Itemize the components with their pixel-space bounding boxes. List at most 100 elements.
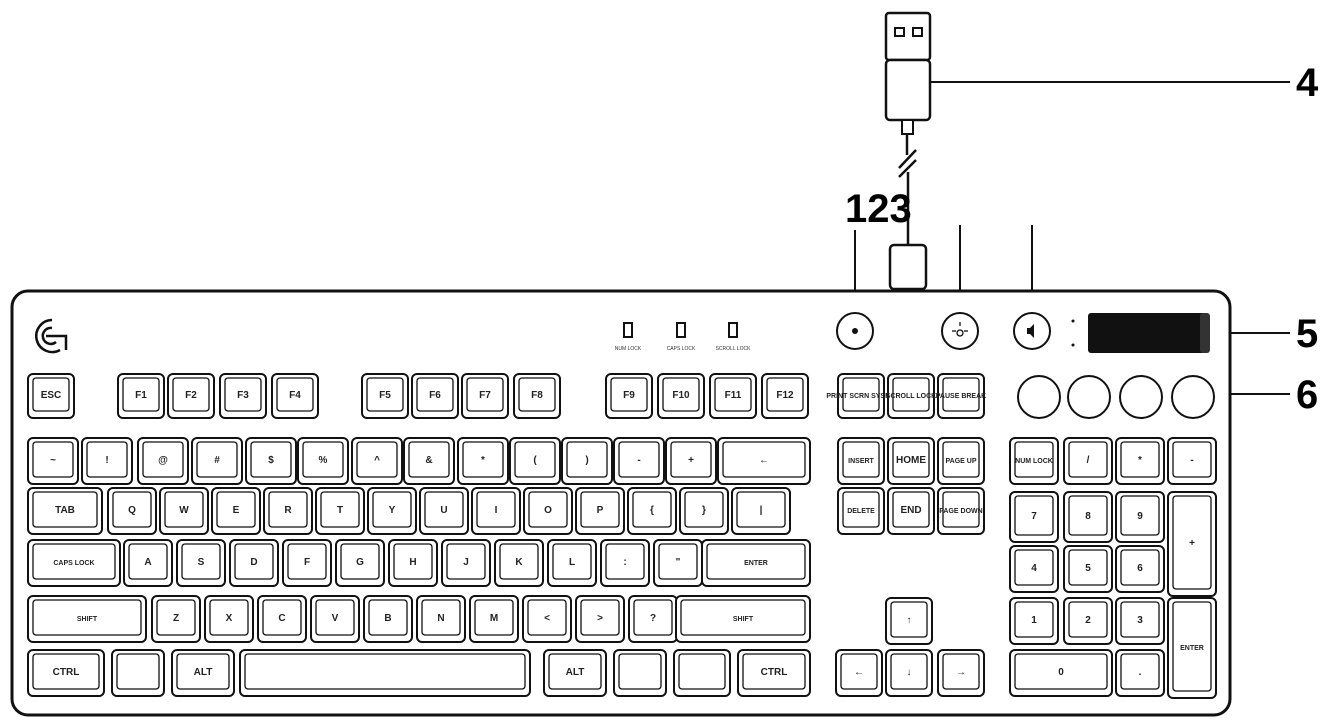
key-v[interactable]: V <box>310 595 360 643</box>
key-space[interactable] <box>239 649 531 697</box>
key-num-row-9[interactable]: ( <box>509 437 561 485</box>
key-left-alt[interactable]: ALT <box>171 649 235 697</box>
key-x[interactable]: X <box>204 595 254 643</box>
key-menu[interactable] <box>673 649 731 697</box>
key-system-2[interactable]: SCROLL LOCK <box>886 373 936 419</box>
key-r[interactable]: R <box>263 487 313 535</box>
key-num-row-0[interactable]: ~ <box>27 437 79 485</box>
numpad-key-12[interactable]: 2 <box>1063 597 1113 645</box>
key-num-row-7[interactable]: & <box>403 437 455 485</box>
key-right-alt[interactable]: ALT <box>543 649 607 697</box>
key-b[interactable]: B <box>363 595 413 643</box>
key-n[interactable]: N <box>416 595 466 643</box>
key-f1[interactable]: F1 <box>117 373 165 419</box>
numpad-key-8[interactable]: 4 <box>1009 545 1059 593</box>
key-nav-1[interactable]: HOME <box>887 437 935 485</box>
numpad-key-10[interactable]: 6 <box>1115 545 1165 593</box>
key-a[interactable]: A <box>123 539 173 587</box>
key-left-win[interactable] <box>111 649 165 697</box>
key-f2[interactable]: F2 <box>167 373 215 419</box>
key-f5[interactable]: F5 <box>361 373 409 419</box>
key-g[interactable]: G <box>335 539 385 587</box>
key-f10[interactable]: F10 <box>657 373 705 419</box>
key-arrow-right[interactable]: → <box>937 649 985 697</box>
numpad-key-5[interactable]: 8 <box>1063 491 1113 543</box>
key-num-row-5[interactable]: % <box>297 437 349 485</box>
volume-roller[interactable] <box>1071 313 1211 353</box>
numpad-key-1[interactable]: / <box>1063 437 1113 485</box>
key-sym-10[interactable]: { <box>627 487 677 535</box>
numpad-key-2[interactable]: * <box>1115 437 1165 485</box>
key-t[interactable]: T <box>315 487 365 535</box>
media-key-prev[interactable] <box>1017 375 1061 419</box>
key-num-row-3[interactable]: # <box>191 437 243 485</box>
key-arrow-up[interactable]: ↑ <box>885 597 933 645</box>
numpad-key-0[interactable]: NUM LOCK <box>1009 437 1059 485</box>
numpad-key-15[interactable]: 0 <box>1009 649 1113 697</box>
numpad-key-14[interactable]: ENTER <box>1167 597 1217 699</box>
key-left-ctrl[interactable]: CTRL <box>27 649 105 697</box>
key-d[interactable]: D <box>229 539 279 587</box>
key-nav-3[interactable]: DELETE <box>837 487 885 535</box>
key-w[interactable]: W <box>159 487 209 535</box>
key-f3[interactable]: F3 <box>219 373 267 419</box>
key-f6[interactable]: F6 <box>411 373 459 419</box>
key-f7[interactable]: F7 <box>461 373 509 419</box>
key-right-ctrl[interactable]: CTRL <box>737 649 811 697</box>
key-h[interactable]: H <box>388 539 438 587</box>
key-sym-bottom-7[interactable]: < <box>522 595 572 643</box>
key-sym-home-9[interactable]: : <box>600 539 650 587</box>
key-sym-bottom-8[interactable]: > <box>575 595 625 643</box>
numpad-key-11[interactable]: 1 <box>1009 597 1059 645</box>
key-f4[interactable]: F4 <box>271 373 319 419</box>
key-m[interactable]: M <box>469 595 519 643</box>
key-sym-11[interactable]: } <box>679 487 729 535</box>
key-sym-12[interactable]: | <box>731 487 791 535</box>
key-system-3[interactable]: PAUSE BREAK <box>936 373 986 419</box>
key-arrow-left[interactable]: ← <box>835 649 883 697</box>
key-sym-home-10[interactable]: " <box>653 539 703 587</box>
key-p[interactable]: P <box>575 487 625 535</box>
key-f9[interactable]: F9 <box>605 373 653 419</box>
key-left-shift[interactable]: SHIFT <box>27 595 147 643</box>
key-enter[interactable]: ENTER <box>701 539 811 587</box>
key-num-row-8[interactable]: * <box>457 437 509 485</box>
media-key-stop[interactable] <box>1067 375 1111 419</box>
key-num-row-1[interactable]: ! <box>81 437 133 485</box>
key-nav-5[interactable]: PAGE DOWN <box>937 487 985 535</box>
key-num-row-12[interactable]: + <box>665 437 717 485</box>
key-num-row-2[interactable]: @ <box>137 437 189 485</box>
key-esc[interactable]: ESC <box>27 373 75 419</box>
key-o[interactable]: O <box>523 487 573 535</box>
numpad-key-3[interactable]: - <box>1167 437 1217 485</box>
key-tab[interactable]: TAB <box>27 487 103 535</box>
key-num-row-11[interactable]: - <box>613 437 665 485</box>
game-mode-button[interactable] <box>836 312 874 350</box>
key-l[interactable]: L <box>547 539 597 587</box>
key-nav-0[interactable]: INSERT <box>837 437 885 485</box>
lighting-button[interactable] <box>941 312 979 350</box>
numpad-key-4[interactable]: 7 <box>1009 491 1059 543</box>
media-key-play[interactable] <box>1119 375 1163 419</box>
numpad-key-9[interactable]: 5 <box>1063 545 1113 593</box>
key-right-shift[interactable]: SHIFT <box>675 595 811 643</box>
key-e[interactable]: E <box>211 487 261 535</box>
key-backspace[interactable]: ← <box>717 437 811 485</box>
key-c[interactable]: C <box>257 595 307 643</box>
key-q[interactable]: Q <box>107 487 157 535</box>
key-right-win[interactable] <box>613 649 667 697</box>
mute-button[interactable] <box>1013 312 1051 350</box>
numpad-key-6[interactable]: 9 <box>1115 491 1165 543</box>
key-f8[interactable]: F8 <box>513 373 561 419</box>
key-s[interactable]: S <box>176 539 226 587</box>
key-nav-2[interactable]: PAGE UP <box>937 437 985 485</box>
key-i[interactable]: I <box>471 487 521 535</box>
key-arrow-down[interactable]: ↓ <box>885 649 933 697</box>
key-num-row-6[interactable]: ^ <box>351 437 403 485</box>
numpad-key-7[interactable]: + <box>1167 491 1217 597</box>
key-caps-lock[interactable]: CAPS LOCK <box>27 539 121 587</box>
key-num-row-4[interactable]: $ <box>245 437 297 485</box>
key-f11[interactable]: F11 <box>709 373 757 419</box>
key-sym-bottom-9[interactable]: ? <box>628 595 678 643</box>
numpad-key-13[interactable]: 3 <box>1115 597 1165 645</box>
